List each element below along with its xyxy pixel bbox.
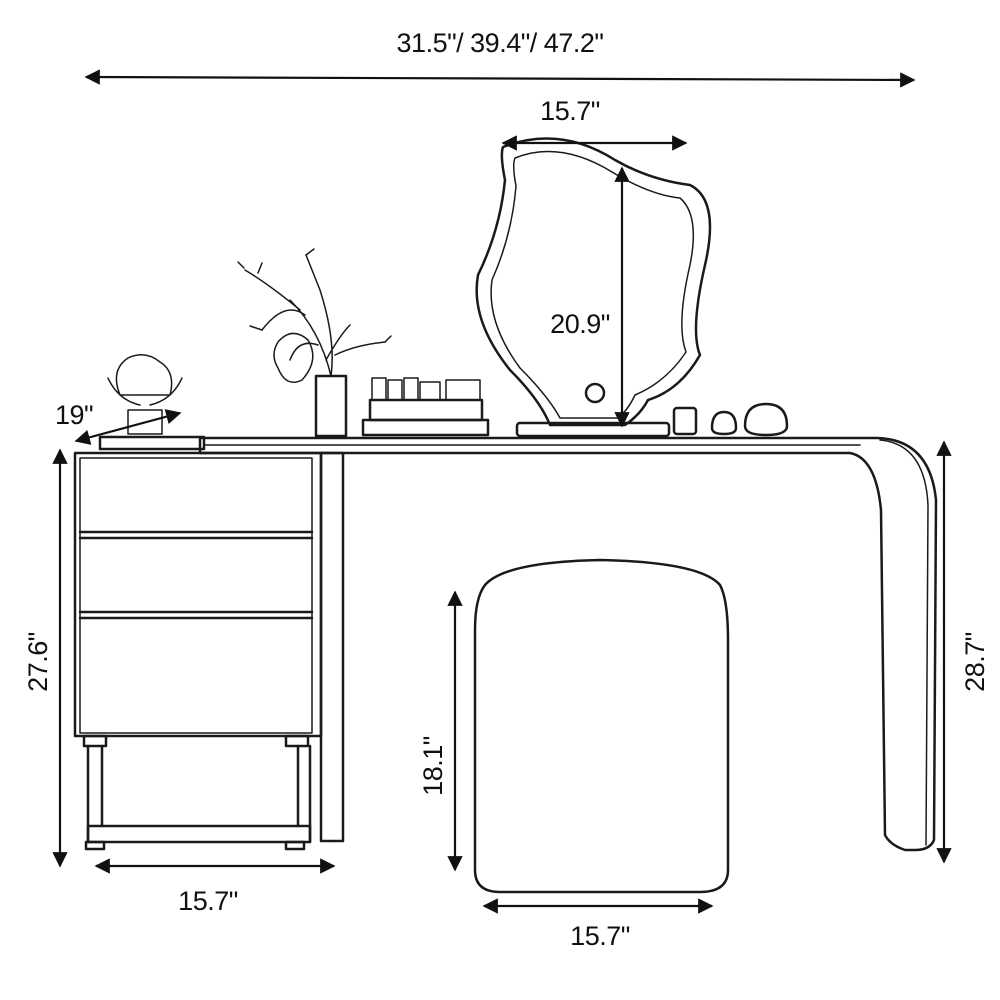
organizer-tray	[361, 418, 490, 437]
jar-large	[743, 402, 789, 437]
stool-height-label: 18.1"	[418, 736, 448, 796]
cabinet-body	[73, 451, 323, 738]
desk-side-panel	[319, 451, 345, 843]
desk-height-label: 28.7"	[960, 632, 990, 692]
cabinet-base-frame	[86, 824, 312, 844]
stool	[473, 558, 730, 894]
drawer-cabinet	[73, 435, 323, 851]
depth-arrow	[74, 409, 182, 445]
cabinet-width-label: 15.7"	[178, 886, 238, 916]
desk-decor	[107, 248, 789, 438]
wavy-mirror	[475, 137, 712, 438]
mirror-width-label: 15.7"	[540, 96, 600, 126]
mirror-touch-button	[584, 382, 606, 404]
depth-label: 19"	[55, 400, 93, 430]
total-width-arrow	[84, 69, 916, 88]
jar-small	[710, 410, 738, 436]
dimension-lines	[52, 69, 952, 914]
cabinet-height-label: 27.6"	[23, 632, 53, 692]
mirror-height-label: 20.9"	[550, 309, 610, 339]
stool-width-label: 15.7"	[570, 921, 630, 951]
vase	[314, 374, 348, 438]
dimension-labels: 31.5"/ 39.4"/ 47.2" 15.7" 20.9" 19" 27.6…	[23, 28, 990, 951]
mirror-base	[515, 421, 671, 438]
desk-top	[198, 436, 938, 852]
cup	[672, 406, 698, 436]
total-width-label: 31.5"/ 39.4"/ 47.2"	[397, 28, 604, 58]
